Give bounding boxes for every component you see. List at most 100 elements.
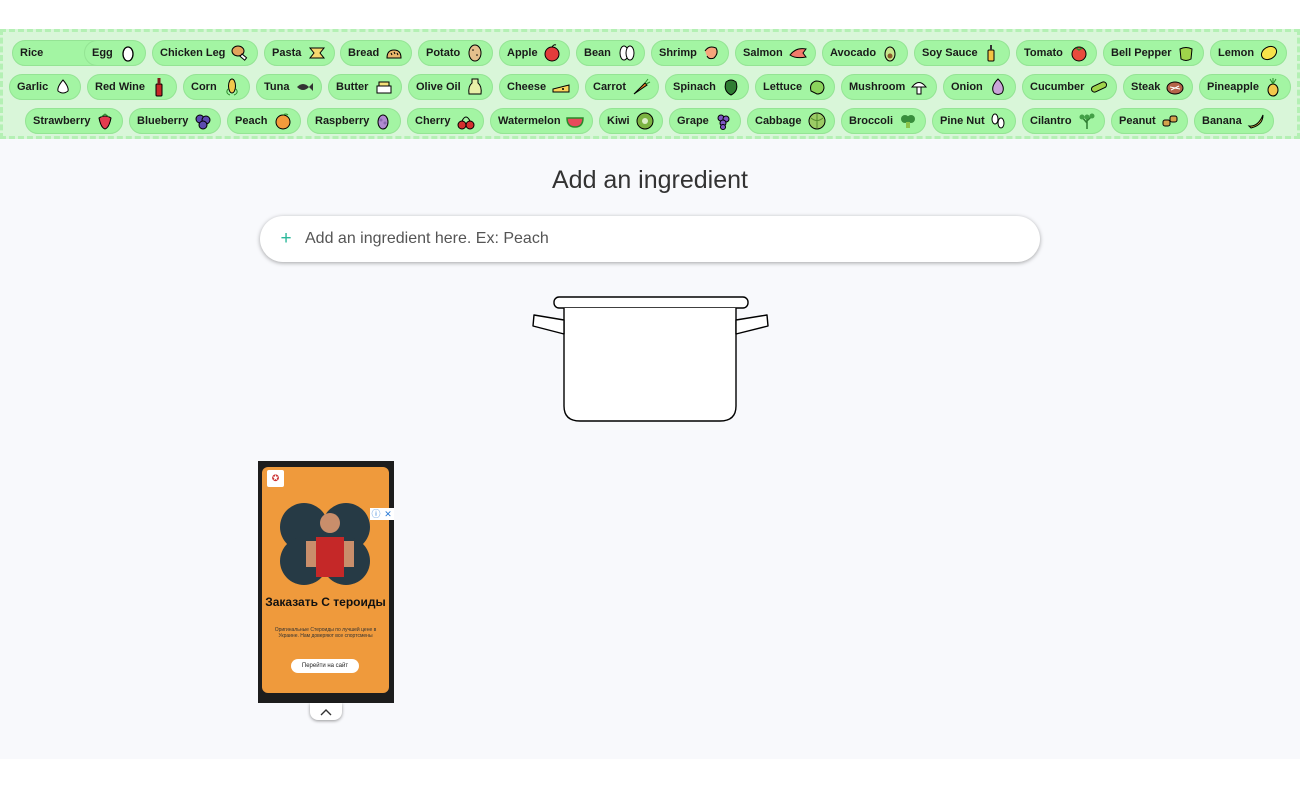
raspberry-icon bbox=[373, 111, 393, 131]
ingredient-chip-cheese[interactable]: Cheese bbox=[499, 74, 579, 100]
ingredient-chip-kiwi[interactable]: Kiwi bbox=[599, 108, 663, 134]
fish-icon bbox=[294, 77, 314, 97]
ingredient-chip-chicken-leg[interactable]: Chicken Leg bbox=[152, 40, 258, 66]
ad-collapse-button[interactable] bbox=[310, 703, 342, 720]
ingredient-chip-label: Watermelon bbox=[498, 115, 561, 127]
ingredient-chip-soy-sauce[interactable]: Soy Sauce bbox=[914, 40, 1010, 66]
bell-pepper-icon bbox=[1176, 43, 1196, 63]
ingredient-chip-raspberry[interactable]: Raspberry bbox=[307, 108, 401, 134]
bread-icon bbox=[384, 43, 404, 63]
olive-oil-icon bbox=[465, 77, 485, 97]
tomato-icon bbox=[1069, 43, 1089, 63]
ad-card[interactable]: ✪ Заказать С тероиды Оригинальные Стерои… bbox=[262, 467, 389, 693]
ingredient-chip-label: Cabbage bbox=[755, 115, 802, 127]
ingredient-chip-label: Banana bbox=[1202, 115, 1242, 127]
ingredient-chip-carrot[interactable]: Carrot bbox=[585, 74, 659, 100]
cabbage-icon bbox=[807, 111, 827, 131]
ingredient-chip-label: Butter bbox=[336, 81, 369, 93]
ad-info-icon[interactable]: ⓘ bbox=[371, 509, 381, 519]
ingredient-chip-label: Soy Sauce bbox=[922, 47, 978, 59]
ingredient-input[interactable] bbox=[303, 229, 1040, 249]
ingredient-chip-label: Bread bbox=[348, 47, 380, 59]
ingredient-chip-blueberry[interactable]: Blueberry bbox=[129, 108, 221, 134]
ingredient-chip-egg[interactable]: Egg bbox=[84, 40, 146, 66]
ad-close-icon[interactable]: ✕ bbox=[384, 509, 392, 519]
ingredient-chip-pasta[interactable]: Pasta bbox=[264, 40, 335, 66]
ingredient-chip-peanut[interactable]: Peanut bbox=[1111, 108, 1188, 134]
ingredient-chip-olive-oil[interactable]: Olive Oil bbox=[408, 74, 493, 100]
ingredient-chip-shrimp[interactable]: Shrimp bbox=[651, 40, 729, 66]
ingredient-chip-cucumber[interactable]: Cucumber bbox=[1022, 74, 1117, 100]
ingredient-chip-label: Chicken Leg bbox=[160, 47, 226, 59]
ingredient-chip-cilantro[interactable]: Cilantro bbox=[1022, 108, 1105, 134]
ad-cta-button[interactable]: Перейти на сайт bbox=[291, 659, 359, 673]
cheese-icon bbox=[551, 77, 571, 97]
ingredient-chip-tuna[interactable]: Tuna bbox=[256, 74, 322, 100]
blueberry-icon bbox=[193, 111, 213, 131]
ingredient-chip-bean[interactable]: Bean bbox=[576, 40, 645, 66]
ingredient-chip-lettuce[interactable]: Lettuce bbox=[755, 74, 835, 100]
ingredient-chip-cabbage[interactable]: Cabbage bbox=[747, 108, 835, 134]
shrimp-icon bbox=[701, 43, 721, 63]
potato-icon bbox=[465, 43, 485, 63]
ingredient-chip-broccoli[interactable]: Broccoli bbox=[841, 108, 926, 134]
butter-icon bbox=[374, 77, 394, 97]
ingredient-chip-red-wine[interactable]: Red Wine bbox=[87, 74, 177, 100]
ingredient-chip-strawberry[interactable]: Strawberry bbox=[25, 108, 123, 134]
page-title: Add an ingredient bbox=[552, 166, 748, 194]
ingredient-chip-spinach[interactable]: Spinach bbox=[665, 74, 749, 100]
ingredient-chip-label: Cherry bbox=[415, 115, 451, 127]
ingredient-chip-grape[interactable]: Grape bbox=[669, 108, 741, 134]
ingredient-chip-label: Mushroom bbox=[849, 81, 906, 93]
ingredient-chip-label: Broccoli bbox=[849, 115, 894, 127]
ingredient-chip-bell-pepper[interactable]: Bell Pepper bbox=[1103, 40, 1204, 66]
ingredient-chip-label: Carrot bbox=[593, 81, 627, 93]
ingredient-chip-pineapple[interactable]: Pineapple bbox=[1199, 74, 1291, 100]
ingredient-chip-label: Lemon bbox=[1218, 47, 1255, 59]
ingredient-chip-lemon[interactable]: Lemon bbox=[1210, 40, 1287, 66]
ingredient-chip-mushroom[interactable]: Mushroom bbox=[841, 74, 937, 100]
peanut-icon bbox=[1160, 111, 1180, 131]
ingredient-chip-banana[interactable]: Banana bbox=[1194, 108, 1274, 134]
ingredient-chip-onion[interactable]: Onion bbox=[943, 74, 1016, 100]
ingredient-chip-avocado[interactable]: Avocado bbox=[822, 40, 908, 66]
ingredient-search-box[interactable]: + bbox=[260, 216, 1040, 262]
ingredient-chip-label: Potato bbox=[426, 47, 461, 59]
ingredient-chip-label: Shrimp bbox=[659, 47, 697, 59]
ingredient-chip-label: Kiwi bbox=[607, 115, 630, 127]
cherry-icon bbox=[456, 111, 476, 131]
egg-icon bbox=[118, 43, 138, 63]
advertisement[interactable]: ✪ Заказать С тероиды Оригинальные Стерои… bbox=[258, 461, 394, 703]
ingredient-chip-pine-nut[interactable]: Pine Nut bbox=[932, 108, 1016, 134]
ingredient-chip-apple[interactable]: Apple bbox=[499, 40, 570, 66]
ingredient-chip-label: Rice bbox=[20, 47, 44, 59]
wine-bottle-icon bbox=[149, 77, 169, 97]
ingredient-chip-bread[interactable]: Bread bbox=[340, 40, 412, 66]
pasta-icon bbox=[307, 43, 327, 63]
ingredient-chip-label: Cucumber bbox=[1030, 81, 1085, 93]
ad-title: Заказать С тероиды bbox=[265, 595, 386, 609]
ingredient-chip-watermelon[interactable]: Watermelon bbox=[490, 108, 593, 134]
ingredient-chip-peach[interactable]: Peach bbox=[227, 108, 301, 134]
ad-choices[interactable]: ⓘ ✕ bbox=[370, 508, 394, 520]
ingredient-chip-label: Egg bbox=[92, 47, 113, 59]
steak-icon bbox=[1165, 77, 1185, 97]
ingredient-chip-salmon[interactable]: Salmon bbox=[735, 40, 816, 66]
ingredient-chip-corn[interactable]: Corn bbox=[183, 74, 250, 100]
ingredient-chip-label: Cilantro bbox=[1030, 115, 1072, 127]
plus-icon[interactable]: + bbox=[280, 228, 292, 249]
ingredient-chip-potato[interactable]: Potato bbox=[418, 40, 493, 66]
ingredient-chip-label: Pasta bbox=[272, 47, 302, 59]
ingredient-chip-cherry[interactable]: Cherry bbox=[407, 108, 484, 134]
lemon-icon bbox=[1259, 43, 1279, 63]
ingredient-chip-label: Olive Oil bbox=[416, 81, 461, 93]
ingredient-chip-steak[interactable]: Steak bbox=[1123, 74, 1193, 100]
ingredient-chip-label: Tomato bbox=[1024, 47, 1063, 59]
ingredient-chip-garlic[interactable]: Garlic bbox=[9, 74, 81, 100]
ad-description: Оригинальные Стероиды по лучшей цене в У… bbox=[274, 627, 377, 639]
ingredient-chip-label: Blueberry bbox=[137, 115, 189, 127]
strawberry-icon bbox=[95, 111, 115, 131]
ingredient-chip-label: Peanut bbox=[1119, 115, 1156, 127]
ingredient-chip-tomato[interactable]: Tomato bbox=[1016, 40, 1097, 66]
ingredient-chip-butter[interactable]: Butter bbox=[328, 74, 402, 100]
